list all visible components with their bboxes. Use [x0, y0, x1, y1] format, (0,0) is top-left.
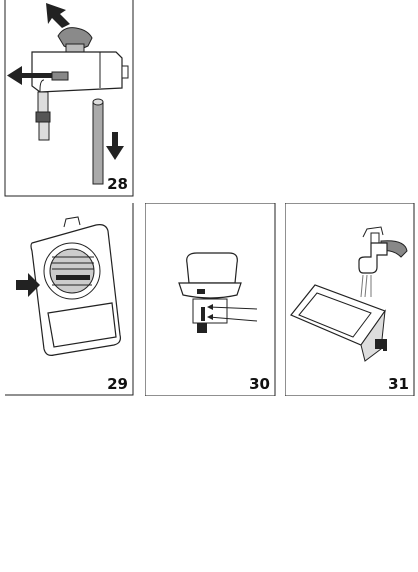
right-pipe-shape: [92, 98, 104, 185]
arrow-right-icon: [16, 273, 40, 297]
stem-shape: [192, 298, 258, 333]
figure-30-panel: 30: [145, 203, 276, 396]
figure-30-number: 30: [249, 375, 270, 393]
left-pipe-shape: [35, 79, 51, 141]
arrow-left-icon: [7, 66, 69, 85]
figure-29-illustration: [5, 203, 134, 396]
arrow-up-left-icon: [46, 3, 70, 28]
figure-31-number: 31: [388, 375, 409, 393]
figure-28-number: 28: [107, 175, 128, 193]
knob-shape: [57, 27, 93, 55]
cartridge-shape: [290, 284, 387, 362]
cap-shape: [178, 252, 242, 299]
figure-29-number: 29: [107, 375, 128, 393]
figure-29-panel: 29: [4, 203, 134, 396]
water-stream-shape: [360, 274, 372, 298]
figure-28-panel: 28: [4, 0, 134, 197]
housing-shape: [31, 51, 129, 93]
selector-dial-shape: [43, 242, 101, 300]
water-tap-shape: [358, 226, 408, 274]
figure-28-illustration: [4, 0, 134, 197]
figure-31-illustration: [285, 203, 415, 396]
arrow-down-icon: [106, 132, 124, 160]
figure-30-illustration: [145, 203, 276, 396]
figure-31-panel: 31: [285, 203, 415, 396]
